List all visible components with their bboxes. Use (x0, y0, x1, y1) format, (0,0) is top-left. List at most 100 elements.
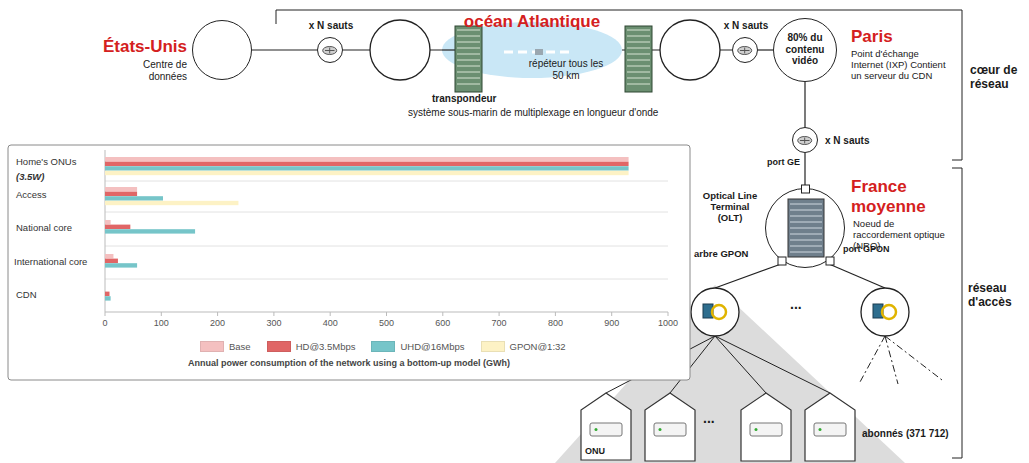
drop-fiber-dashed (860, 336, 885, 382)
node-text: Point d'échange Internet (IXP) Contient … (851, 49, 951, 82)
legend-item: HD@3.5Mbps (267, 341, 356, 352)
axis-tick-label: 500 (372, 318, 402, 328)
drop-fiber (715, 336, 830, 393)
olt-shape (766, 189, 846, 269)
rack-stripe (457, 60, 480, 61)
rack-stripe (790, 216, 822, 217)
chart-gridline (105, 212, 668, 213)
rack-stripe (790, 252, 822, 253)
chart-bar (105, 220, 111, 224)
chart-tick (217, 312, 218, 316)
fiber-line (715, 264, 781, 288)
repeater-symbol (535, 49, 543, 55)
node-title: x N sauts (825, 135, 869, 147)
onu-led (595, 428, 598, 431)
chart-bar (105, 157, 629, 161)
category-label: Access (16, 190, 47, 201)
rack-stripe (457, 66, 480, 67)
rack-stripe (790, 246, 822, 247)
rack-stripe (790, 222, 822, 223)
fiber-line (829, 264, 885, 288)
node-text: Noeud de raccordement optique (NRO) (853, 219, 953, 252)
network-link (804, 82, 805, 127)
rack-stripe (457, 78, 480, 79)
chart-bar (105, 196, 163, 200)
rack-stripe (627, 54, 650, 55)
onu-device (590, 423, 622, 436)
olt-rack (788, 199, 824, 257)
rack-stripe (790, 228, 822, 229)
chart-bar (105, 166, 629, 170)
datacenter-circle: États-UnisCentre de données (192, 20, 252, 80)
rack-stripe (790, 204, 822, 205)
chart-tick (330, 312, 331, 316)
node-text: répéteur tous les 50 km (526, 58, 606, 81)
network-link (804, 153, 805, 188)
drop-fiber-dashed (885, 336, 898, 384)
axis-tick-label: 800 (540, 318, 570, 328)
transponder-rack (625, 26, 652, 92)
rack-stripe (627, 66, 650, 67)
rack-stripe (457, 84, 480, 85)
rack-stripe (627, 48, 650, 49)
chart-bar (105, 225, 130, 229)
network-circle (660, 20, 720, 80)
chart-bar (105, 171, 629, 175)
transponder-rack (455, 26, 482, 92)
hop-circle: x N sauts (732, 37, 758, 63)
node-text: Paris (851, 27, 893, 47)
subscriber-house (805, 393, 855, 461)
port-gpon (826, 257, 834, 265)
onu-led (755, 428, 758, 431)
chart-bar (105, 201, 238, 205)
node-title: 80% du contenu vidéo (778, 32, 832, 67)
router-arrows (325, 48, 335, 54)
port-ge (802, 185, 810, 193)
onu-led (659, 428, 662, 431)
network-circle (370, 20, 430, 80)
router-arrows (740, 48, 750, 54)
router-shape (733, 38, 759, 64)
legend-text: HD@3.5Mbps (296, 341, 356, 352)
chart-tick (161, 312, 162, 316)
chart-panel (8, 145, 690, 380)
legend-item: GPON@1:32 (481, 341, 566, 352)
rack-stripe (457, 54, 480, 55)
fiber-coil (712, 305, 726, 319)
subscriber-house (645, 393, 695, 461)
rack-stripe (790, 240, 822, 241)
part-label: transpondeur (432, 93, 496, 105)
rack-stripe (627, 84, 650, 85)
rack-stripe (457, 42, 480, 43)
category-label: Home's ONUs (16, 157, 76, 168)
ocean-ellipse: océan Atlantiquerépéteur tous les 50 km (442, 22, 622, 78)
legend-swatch (267, 341, 291, 352)
tree-label: arbre GPON (694, 249, 748, 260)
ixp-circle: 80% du contenu vidéoParisPoint d'échange… (773, 18, 837, 82)
chart-legend: BaseHD@3.5MbpsUHD@16MbpsGPON@1:32 (200, 341, 566, 352)
network-link (758, 49, 773, 50)
chart-gridline (105, 279, 668, 280)
drop-fiber-dashed (885, 336, 942, 380)
node-text: Optical Line Terminal (OLT) (700, 191, 760, 224)
legend-text: UHD@16Mbps (400, 341, 464, 352)
chart-gridline (105, 181, 668, 182)
axis-tick-label: 1000 (653, 318, 683, 328)
onu-device (750, 423, 782, 436)
node-text: Centre de données (123, 59, 187, 82)
hop-circle: x N sauts (792, 127, 818, 153)
router-shape (318, 38, 344, 64)
fiber-coil (882, 305, 896, 319)
splitter-circle (861, 288, 909, 336)
chart-tick (105, 312, 106, 316)
chart-tick (273, 312, 274, 316)
chart-tick (668, 312, 669, 316)
house-outline (581, 393, 631, 460)
axis-tick-label: 700 (484, 318, 514, 328)
bracket-label: réseau d'accès (968, 282, 1023, 310)
rack-stripe (627, 36, 650, 37)
subscriber-house: ONU (581, 393, 631, 461)
axis-tick-label: 600 (428, 318, 458, 328)
category-note: (3.5W) (16, 172, 45, 183)
onu-device (814, 423, 846, 436)
